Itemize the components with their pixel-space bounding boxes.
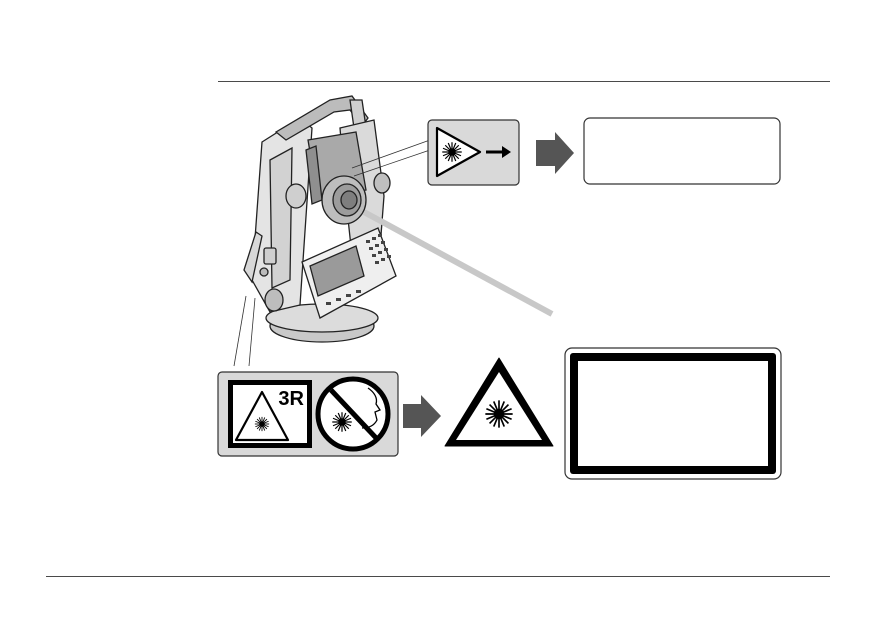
total-station-drawing [243, 95, 397, 343]
laser-aperture-label [427, 119, 520, 186]
lower-text-box [564, 347, 782, 480]
beam-line [362, 209, 554, 317]
no-eye-exposure-icon [315, 376, 391, 452]
top-rule [218, 81, 830, 82]
bottom-rule [46, 576, 830, 577]
arrow-right-icon [403, 395, 441, 437]
arrow-right-icon [536, 132, 574, 174]
laser-class-text: 3R [278, 388, 304, 410]
pointer-lines [233, 139, 431, 367]
upper-text-box [583, 117, 781, 185]
laser-warning-triangle-icon [444, 357, 554, 447]
